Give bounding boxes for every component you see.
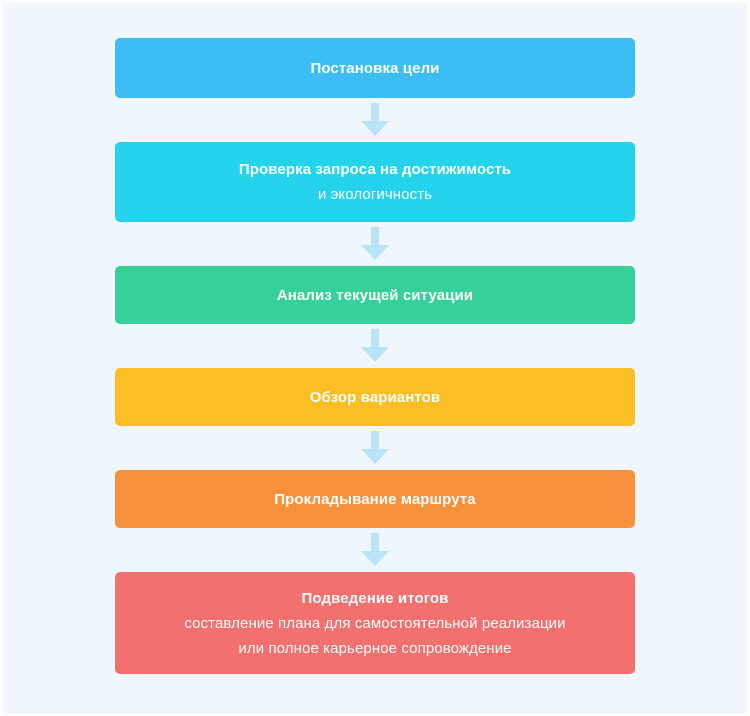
flow-node-current-situation-analysis: Анализ текущей ситуации bbox=[115, 266, 635, 324]
flow-connector bbox=[360, 222, 390, 266]
flow-node-goal-setting: Постановка цели bbox=[115, 38, 635, 98]
flow-connector bbox=[360, 426, 390, 470]
flow-node-title: Анализ текущей ситуации bbox=[276, 286, 474, 304]
flow-node-summing-up: Подведение итогов составление плана для с… bbox=[115, 572, 635, 674]
flow-connector bbox=[360, 98, 390, 142]
flow-node-title: Постановка цели bbox=[310, 59, 440, 77]
arrow-down-icon bbox=[361, 533, 389, 566]
arrow-down-icon bbox=[361, 227, 389, 260]
flow-node-subline: или полное карьерное сопровождение bbox=[238, 639, 512, 657]
arrow-down-icon bbox=[361, 329, 389, 362]
flow-node-title: Проверка запроса на достижимость bbox=[238, 161, 512, 178]
flow-node-subline: составление плана для самостоятельной ре… bbox=[184, 614, 566, 632]
flow-connector bbox=[360, 528, 390, 572]
flow-node-title: Обзор вариантов bbox=[309, 388, 441, 406]
flow-node-options-review: Обзор вариантов bbox=[115, 368, 635, 426]
flow-node-title: Прокладывание маршрута bbox=[274, 490, 476, 508]
flow-connector bbox=[360, 324, 390, 368]
arrow-down-icon bbox=[361, 431, 389, 464]
flow-node-route-planning: Прокладывание маршрута bbox=[115, 470, 635, 528]
flow-node-request-check: Проверка запроса на достижимость и эколог… bbox=[115, 142, 635, 222]
flow-node-subline: и экологичность bbox=[317, 186, 433, 203]
arrow-down-icon bbox=[361, 103, 389, 136]
flow-node-title: Подведение итогов bbox=[301, 589, 449, 607]
